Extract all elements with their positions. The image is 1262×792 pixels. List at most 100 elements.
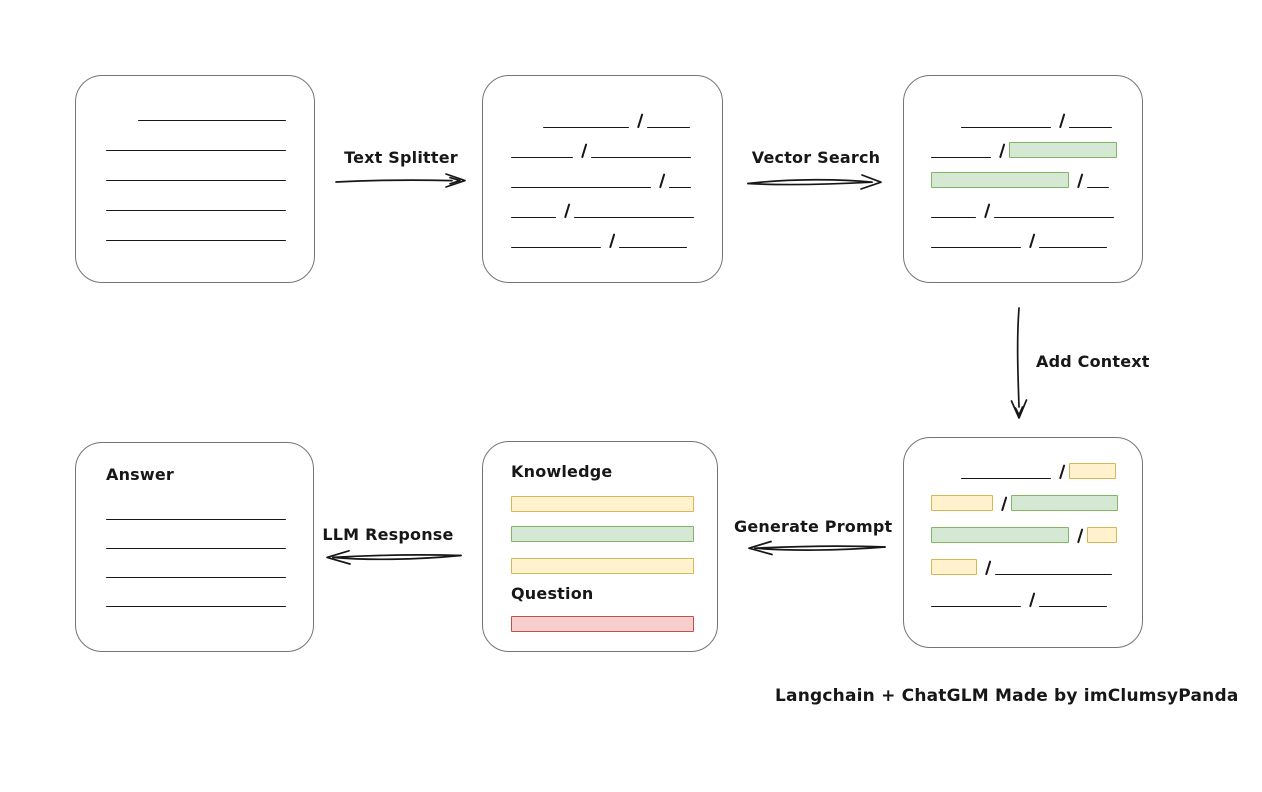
text-row [511,111,722,129]
slash-separator [1029,233,1036,249]
text-row [931,231,1142,249]
slash-separator [581,143,588,159]
text-line [931,247,1021,248]
text-line [511,217,556,218]
text-line [961,127,1051,128]
document-box [75,75,315,283]
text-row [931,526,1142,544]
chunk-highlight-green [931,527,1069,543]
text-splitter-label: Text Splitter [344,148,458,167]
slash-separator [1059,113,1066,129]
chunks-rows [483,76,722,261]
vector-search-arrow [747,174,882,190]
answer-line [106,577,286,578]
slash-separator [1077,528,1084,544]
vector-results-box [903,75,1143,283]
text-row [931,558,1142,576]
add-context-label: Add Context [1036,352,1150,371]
text-line [931,157,991,158]
text-row [106,104,314,121]
answer-label: Answer [106,465,175,484]
chunk-highlight-green [1009,142,1117,158]
red-bar [511,616,694,632]
text-line [995,574,1112,575]
answer-line [106,548,286,549]
slash-separator [564,203,571,219]
text-line [511,247,601,248]
credit-caption: Langchain + ChatGLM Made by imClumsyPand… [775,686,1239,706]
text-line [543,127,629,128]
vector-results-rows [904,76,1142,261]
text-line [1087,187,1109,188]
text-row [511,171,722,189]
answer-box: Answer [75,442,314,652]
text-row [511,231,722,249]
text-row [511,201,722,219]
question-bars [483,616,717,632]
text-line [106,150,286,151]
text-row [106,224,314,241]
chunks-box [482,75,723,283]
slash-separator [1029,592,1036,608]
slash-separator [609,233,616,249]
llm-response-label: LLM Response [322,525,454,544]
generate-prompt-arrow [748,540,886,556]
vector-search-label: Vector Search [751,148,881,167]
text-row [106,194,314,211]
text-row [106,134,314,151]
chunk-highlight-green [1011,495,1118,511]
yellow-bar [511,558,694,574]
chunk-highlight-yellow [931,559,977,575]
text-line [511,157,573,158]
answer-lines [76,519,313,607]
text-line [647,127,690,128]
text-line [511,187,651,188]
chunk-highlight-yellow [931,495,993,511]
text-row [931,494,1142,512]
slash-separator [1077,173,1084,189]
text-line [619,247,687,248]
slash-separator [1059,464,1066,480]
text-row [931,590,1142,608]
answer-line [106,606,286,607]
slash-separator [985,560,992,576]
text-row [931,111,1142,129]
text-line [931,606,1021,607]
llm-response-arrow [326,549,462,565]
text-line [961,478,1051,479]
text-line [106,210,286,211]
text-line [669,187,691,188]
generate-prompt-label: Generate Prompt [734,517,893,536]
chunk-highlight-green [931,172,1069,188]
slash-separator [984,203,991,219]
context-box [903,437,1143,648]
text-line [1039,247,1107,248]
document-rows [76,76,314,254]
text-line [138,120,286,121]
text-row [931,171,1142,189]
chunk-highlight-yellow [1087,527,1117,543]
add-context-arrow [1010,307,1028,419]
slash-separator [1001,496,1008,512]
text-line [574,217,694,218]
text-row [931,141,1142,159]
knowledge-label: Knowledge [511,462,613,481]
slash-separator [659,173,666,189]
slash-separator [999,143,1006,159]
prompt-box: Knowledge Question [482,441,718,652]
text-line [591,157,691,158]
context-rows [904,438,1142,622]
text-line [1069,127,1112,128]
text-row [511,141,722,159]
text-line [106,240,286,241]
text-row [106,164,314,181]
text-line [994,217,1114,218]
chunk-highlight-yellow [1069,463,1116,479]
green-bar [511,526,694,542]
text-row [931,201,1142,219]
yellow-bar [511,496,694,512]
text-splitter-arrow [335,173,466,188]
answer-line [106,519,286,520]
slash-separator [637,113,644,129]
